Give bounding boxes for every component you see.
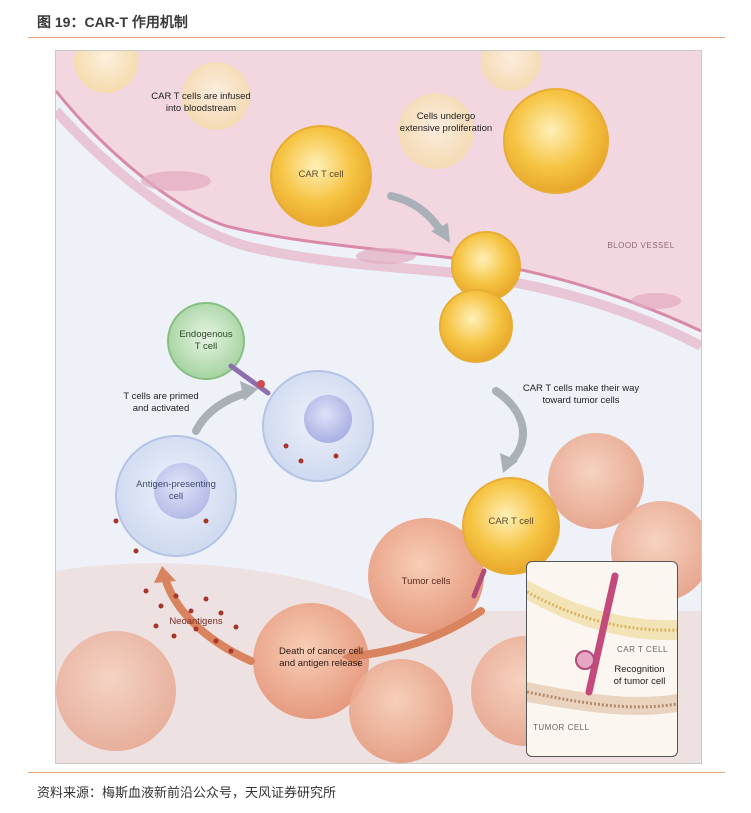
label-blood-vessel: BLOOD VESSEL [607,241,675,250]
inset-svg [527,572,677,715]
mechanism-illustration: CAR T cells are infused into bloodstream… [55,50,702,764]
source-note: 资料来源：梅斯血液新前沿公众号，天风证券研究所 [37,785,337,800]
label-neoantigens: Neoantigens [169,616,223,627]
recognition-inset: CAR T CELL Recognition of tumor cell TUM… [526,561,678,757]
label-way: CAR T cells make their way toward tumor … [522,383,640,406]
label-endogenous: Endogenous T cell [179,329,233,352]
label-tumor-cells: Tumor cells [401,576,451,587]
bottom-divider [28,772,725,773]
inset-label-recognition: Recognition of tumor cell [613,664,666,687]
label-car-t-top: CAR T cell [298,169,344,180]
label-death: Death of cancer cell and antigen release [279,646,363,669]
label-infused: CAR T cells are infused into bloodstream [151,91,251,114]
label-primed: T cells are primed and activated [123,391,199,414]
label-proliferation: Cells undergo extensive proliferation [399,111,493,134]
figure-title: 图 19：CAR-T 作用机制 [37,14,188,30]
top-divider [28,37,725,38]
label-apc: Antigen-presenting cell [136,479,216,502]
label-car-t-bottom: CAR T cell [488,516,534,527]
inset-label-car-t: CAR T CELL [617,645,668,654]
inset-label-tumor: TUMOR CELL [533,723,590,732]
